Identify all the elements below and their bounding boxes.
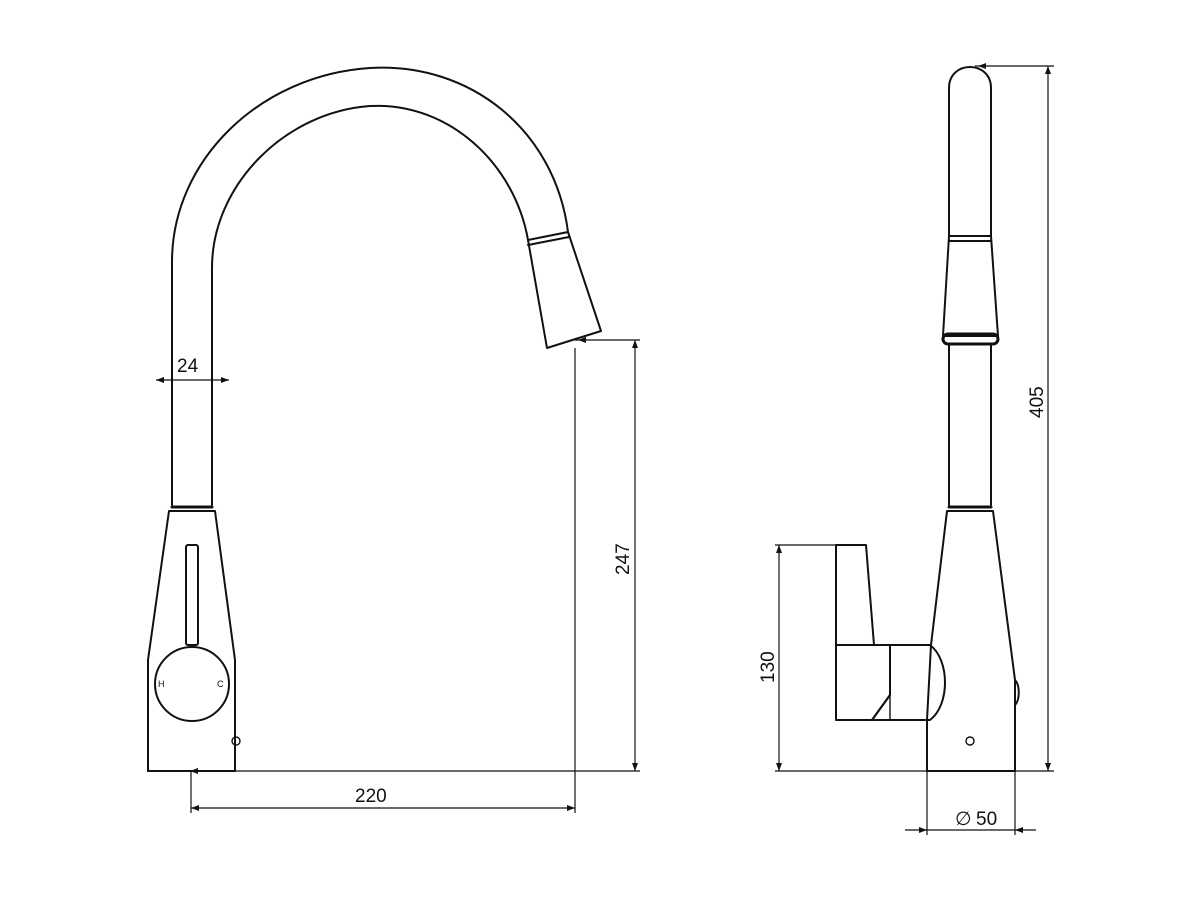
front-view: H C — [147, 66, 602, 772]
spray-head — [527, 231, 602, 349]
total-height-label: 405 — [1027, 386, 1048, 418]
base-pin — [231, 736, 241, 746]
side-base-pin — [965, 736, 975, 746]
side-cartridge — [871, 644, 946, 721]
spout-inner-curve — [211, 104, 529, 506]
side-lever-arm — [835, 544, 875, 646]
tap-body — [147, 510, 236, 772]
spout-height-label: 247 — [613, 543, 634, 575]
side-aerator — [941, 332, 1000, 346]
mixer-dial — [154, 646, 230, 722]
side-body — [926, 510, 1016, 772]
lever-handle — [185, 544, 199, 646]
spray-head-joint — [527, 236, 570, 246]
side-rear-bump — [1014, 679, 1020, 706]
side-lever-block — [835, 644, 891, 721]
cold-label: C — [217, 679, 224, 689]
base-diameter-label: 50 — [976, 809, 997, 830]
spout-outer-curve — [171, 66, 569, 506]
side-spout-tube — [948, 66, 992, 237]
spout-width-label: 24 — [177, 356, 199, 377]
side-spray-head — [942, 235, 999, 337]
reach-label: 220 — [355, 786, 387, 807]
side-view — [835, 66, 1020, 772]
front-dimensions: 24 220 247 — [156, 337, 640, 813]
side-dimensions: 405 130 ∅ 50 — [758, 63, 1054, 835]
hot-label: H — [158, 679, 165, 689]
lever-height-label: 130 — [758, 651, 779, 683]
base-diameter-symbol: ∅ — [955, 809, 972, 830]
